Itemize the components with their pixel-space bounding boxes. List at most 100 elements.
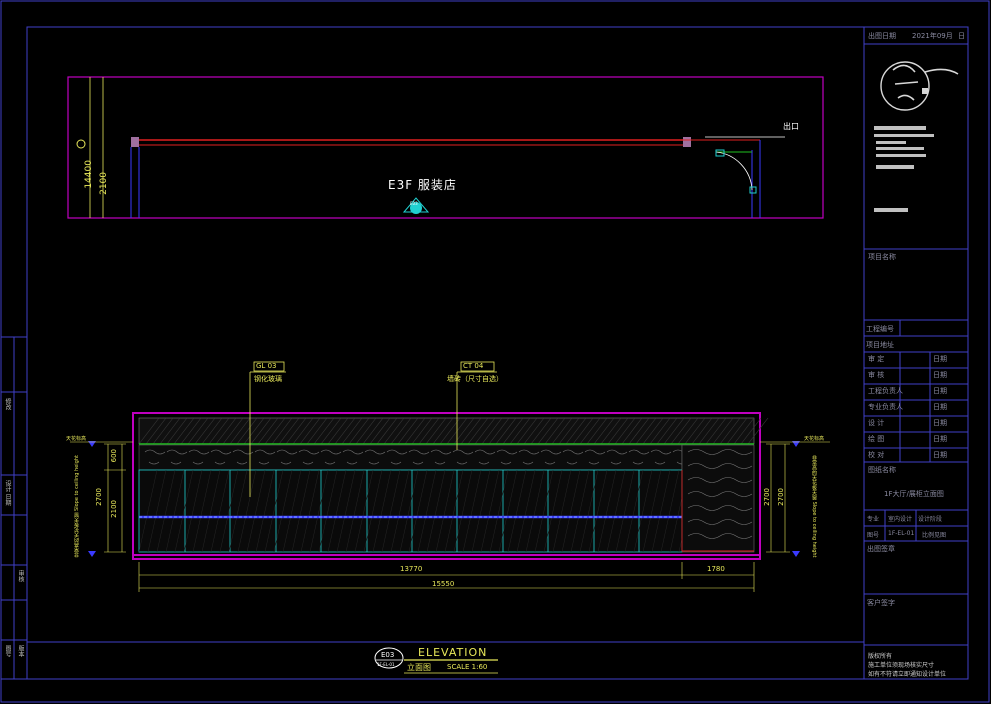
- logo-info-bars: [874, 126, 934, 212]
- approval-row-label: 设 计: [868, 419, 885, 427]
- tag-ct-num: 04: [474, 362, 484, 370]
- plan-view-marker: [402, 197, 430, 214]
- glass-hatch-stroke: [462, 469, 482, 553]
- bottom-title-graphics: [374, 647, 498, 674]
- drawing-name-label: 图纸名称: [868, 466, 896, 474]
- elevation-outer-magenta: [132, 412, 761, 560]
- tag-gl-code: GL 03: [256, 362, 276, 370]
- ceiling-hatch-stroke: [460, 417, 482, 445]
- left-strip-label-0: 修改: [4, 398, 11, 410]
- ceiling-hatch-stroke: [208, 417, 230, 445]
- stone-vein: [562, 449, 584, 465]
- vertical-note-left: 非常高的天花板天窗 Slope to ceiling height: [74, 455, 80, 558]
- ceiling-hatch-stroke: [138, 417, 160, 445]
- tag-ct-text: 墙砖（尺寸自选）: [447, 375, 503, 383]
- stone-vein: [210, 449, 232, 465]
- ceiling-hatch-stroke: [698, 417, 720, 445]
- major-value: 室内设计: [888, 516, 913, 523]
- dim-left-600: 600: [110, 449, 118, 463]
- date-suffix: 日: [958, 32, 965, 40]
- bottom-strip-frame: [1, 641, 864, 680]
- ceiling-hatch-stroke: [327, 417, 349, 445]
- ceiling-hatch-stroke: [712, 417, 734, 445]
- glass-hatch-stroke: [300, 469, 320, 553]
- glass-hatch-stroke: [201, 469, 221, 553]
- dim-bottom-total: 15550: [432, 580, 455, 588]
- stone-vein: [188, 449, 210, 465]
- drawing-no-label: 图号: [867, 532, 880, 539]
- ceiling-hatch-stroke: [362, 417, 384, 445]
- approval-row-date: 日期: [933, 403, 947, 411]
- bottom-dimension-lines: [138, 562, 755, 592]
- stone-vein: [254, 449, 276, 465]
- right-title-block-frame: [863, 27, 968, 679]
- title-cn: 立面图: [407, 663, 431, 672]
- ceiling-hatch-stroke: [215, 417, 237, 445]
- plan-door-area: [683, 136, 785, 218]
- tag-gl-num: 03: [267, 362, 277, 370]
- ceiling-hatch-stroke: [558, 417, 580, 445]
- stone-vein: [496, 449, 518, 465]
- stone-vein: [144, 449, 166, 465]
- major-label: 专业: [867, 516, 880, 523]
- glass-hatch-stroke: [624, 469, 644, 553]
- approval-row-label: 审 定: [868, 355, 885, 363]
- ceiling-hatch-stroke: [390, 417, 412, 445]
- note-line-2: 如有不符请立即通知设计单位: [868, 671, 947, 678]
- ceiling-hatch-stroke: [173, 417, 195, 445]
- left-dimension-lines: [104, 443, 126, 553]
- elevation-right-wall: [681, 444, 755, 553]
- glass-hatch-stroke: [498, 469, 518, 553]
- ceiling-hatch-stroke: [642, 417, 664, 445]
- stone-vein: [320, 449, 342, 465]
- ceiling-hatch-stroke: [551, 417, 573, 445]
- ceiling-hatch-stroke: [278, 417, 300, 445]
- ceiling-hatch-stroke: [621, 417, 643, 445]
- ceiling-hatch-stroke: [369, 417, 391, 445]
- glass-hatch-stroke: [219, 469, 239, 553]
- stone-vein: [584, 449, 606, 465]
- ceiling-hatch-stroke: [341, 417, 363, 445]
- stone-vein: [408, 449, 430, 465]
- glass-hatch-stroke: [615, 469, 635, 553]
- glass-hatch-stroke: [588, 469, 608, 553]
- right-wall-vein: [687, 505, 753, 511]
- ceiling-hatch-stroke: [607, 417, 629, 445]
- ceiling-hatch-stroke: [467, 417, 489, 445]
- glass-hatch-stroke: [237, 469, 257, 553]
- title-scale: SCALE 1:60: [447, 663, 488, 671]
- glass-hatch-stroke: [561, 469, 581, 553]
- glass-hatch-stroke: [516, 469, 536, 553]
- tag-ct-code: CT 04: [463, 362, 483, 370]
- ceiling-hatch-stroke: [418, 417, 440, 445]
- title-sheet: 1F-EL-01: [377, 662, 395, 667]
- ratio-value: 比例见图: [922, 532, 947, 539]
- ceiling-hatch-stroke: [432, 417, 454, 445]
- ceiling-hatch-stroke: [376, 417, 398, 445]
- stone-vein: [650, 449, 672, 465]
- plan-column-left: [131, 137, 139, 147]
- glass-hatch-stroke: [570, 469, 590, 553]
- ceiling-hatch-stroke: [306, 417, 328, 445]
- glass-hatch-stroke: [435, 469, 455, 553]
- approval-row-date: 日期: [933, 419, 947, 427]
- ceiling-hatch-stroke: [565, 417, 587, 445]
- stone-vein: [628, 449, 650, 465]
- glass-hatch-stroke: [327, 469, 347, 553]
- ceiling-hatch-stroke: [677, 417, 699, 445]
- ceiling-hatch-stroke: [383, 417, 405, 445]
- glass-hatch-stroke: [660, 469, 680, 553]
- glass-hatch-stroke: [390, 469, 410, 553]
- ceiling-hatch-stroke: [257, 417, 279, 445]
- right-dimension-lines: [766, 443, 790, 553]
- ceiling-hatch-stroke: [684, 417, 706, 445]
- ceiling-hatch: [138, 417, 769, 445]
- ceiling-hatch-stroke: [593, 417, 615, 445]
- glass-hatch-stroke: [372, 469, 392, 553]
- ceiling-hatch-stroke: [292, 417, 314, 445]
- right-wall-pattern: [687, 449, 753, 539]
- ceiling-hatch-stroke: [509, 417, 531, 445]
- ceiling-hatch-stroke: [726, 417, 748, 445]
- ceiling-hatch-stroke: [313, 417, 335, 445]
